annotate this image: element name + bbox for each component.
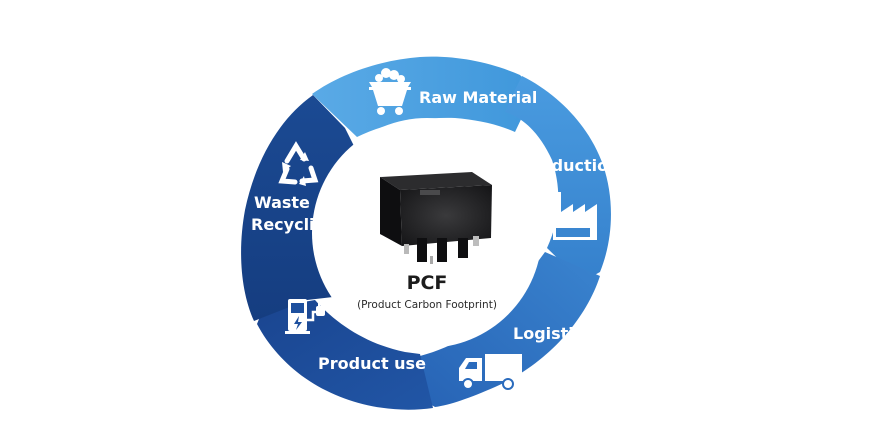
factory-icon [553,192,597,240]
stage-label-product-use: Product use [318,354,426,373]
segment-raw-material [312,56,535,138]
stage-label-raw-material: Raw Material [419,88,537,107]
mine-cart-icon [369,68,411,115]
recycle-icon [278,141,319,186]
stage-label-recycling: Recycling [251,215,337,234]
relay-product-image [380,172,492,264]
stage-label-waste: Waste ・ [254,193,331,212]
ev-charger-icon [285,299,325,334]
segment-waste-recycling [241,95,362,321]
stage-label-logistics: Logistics [513,324,593,343]
stage-label-production: Production [521,156,619,175]
center-subtitle: (Product Carbon Footprint) [357,299,497,311]
truck-icon [459,354,522,390]
center-title: PCF [407,272,448,294]
